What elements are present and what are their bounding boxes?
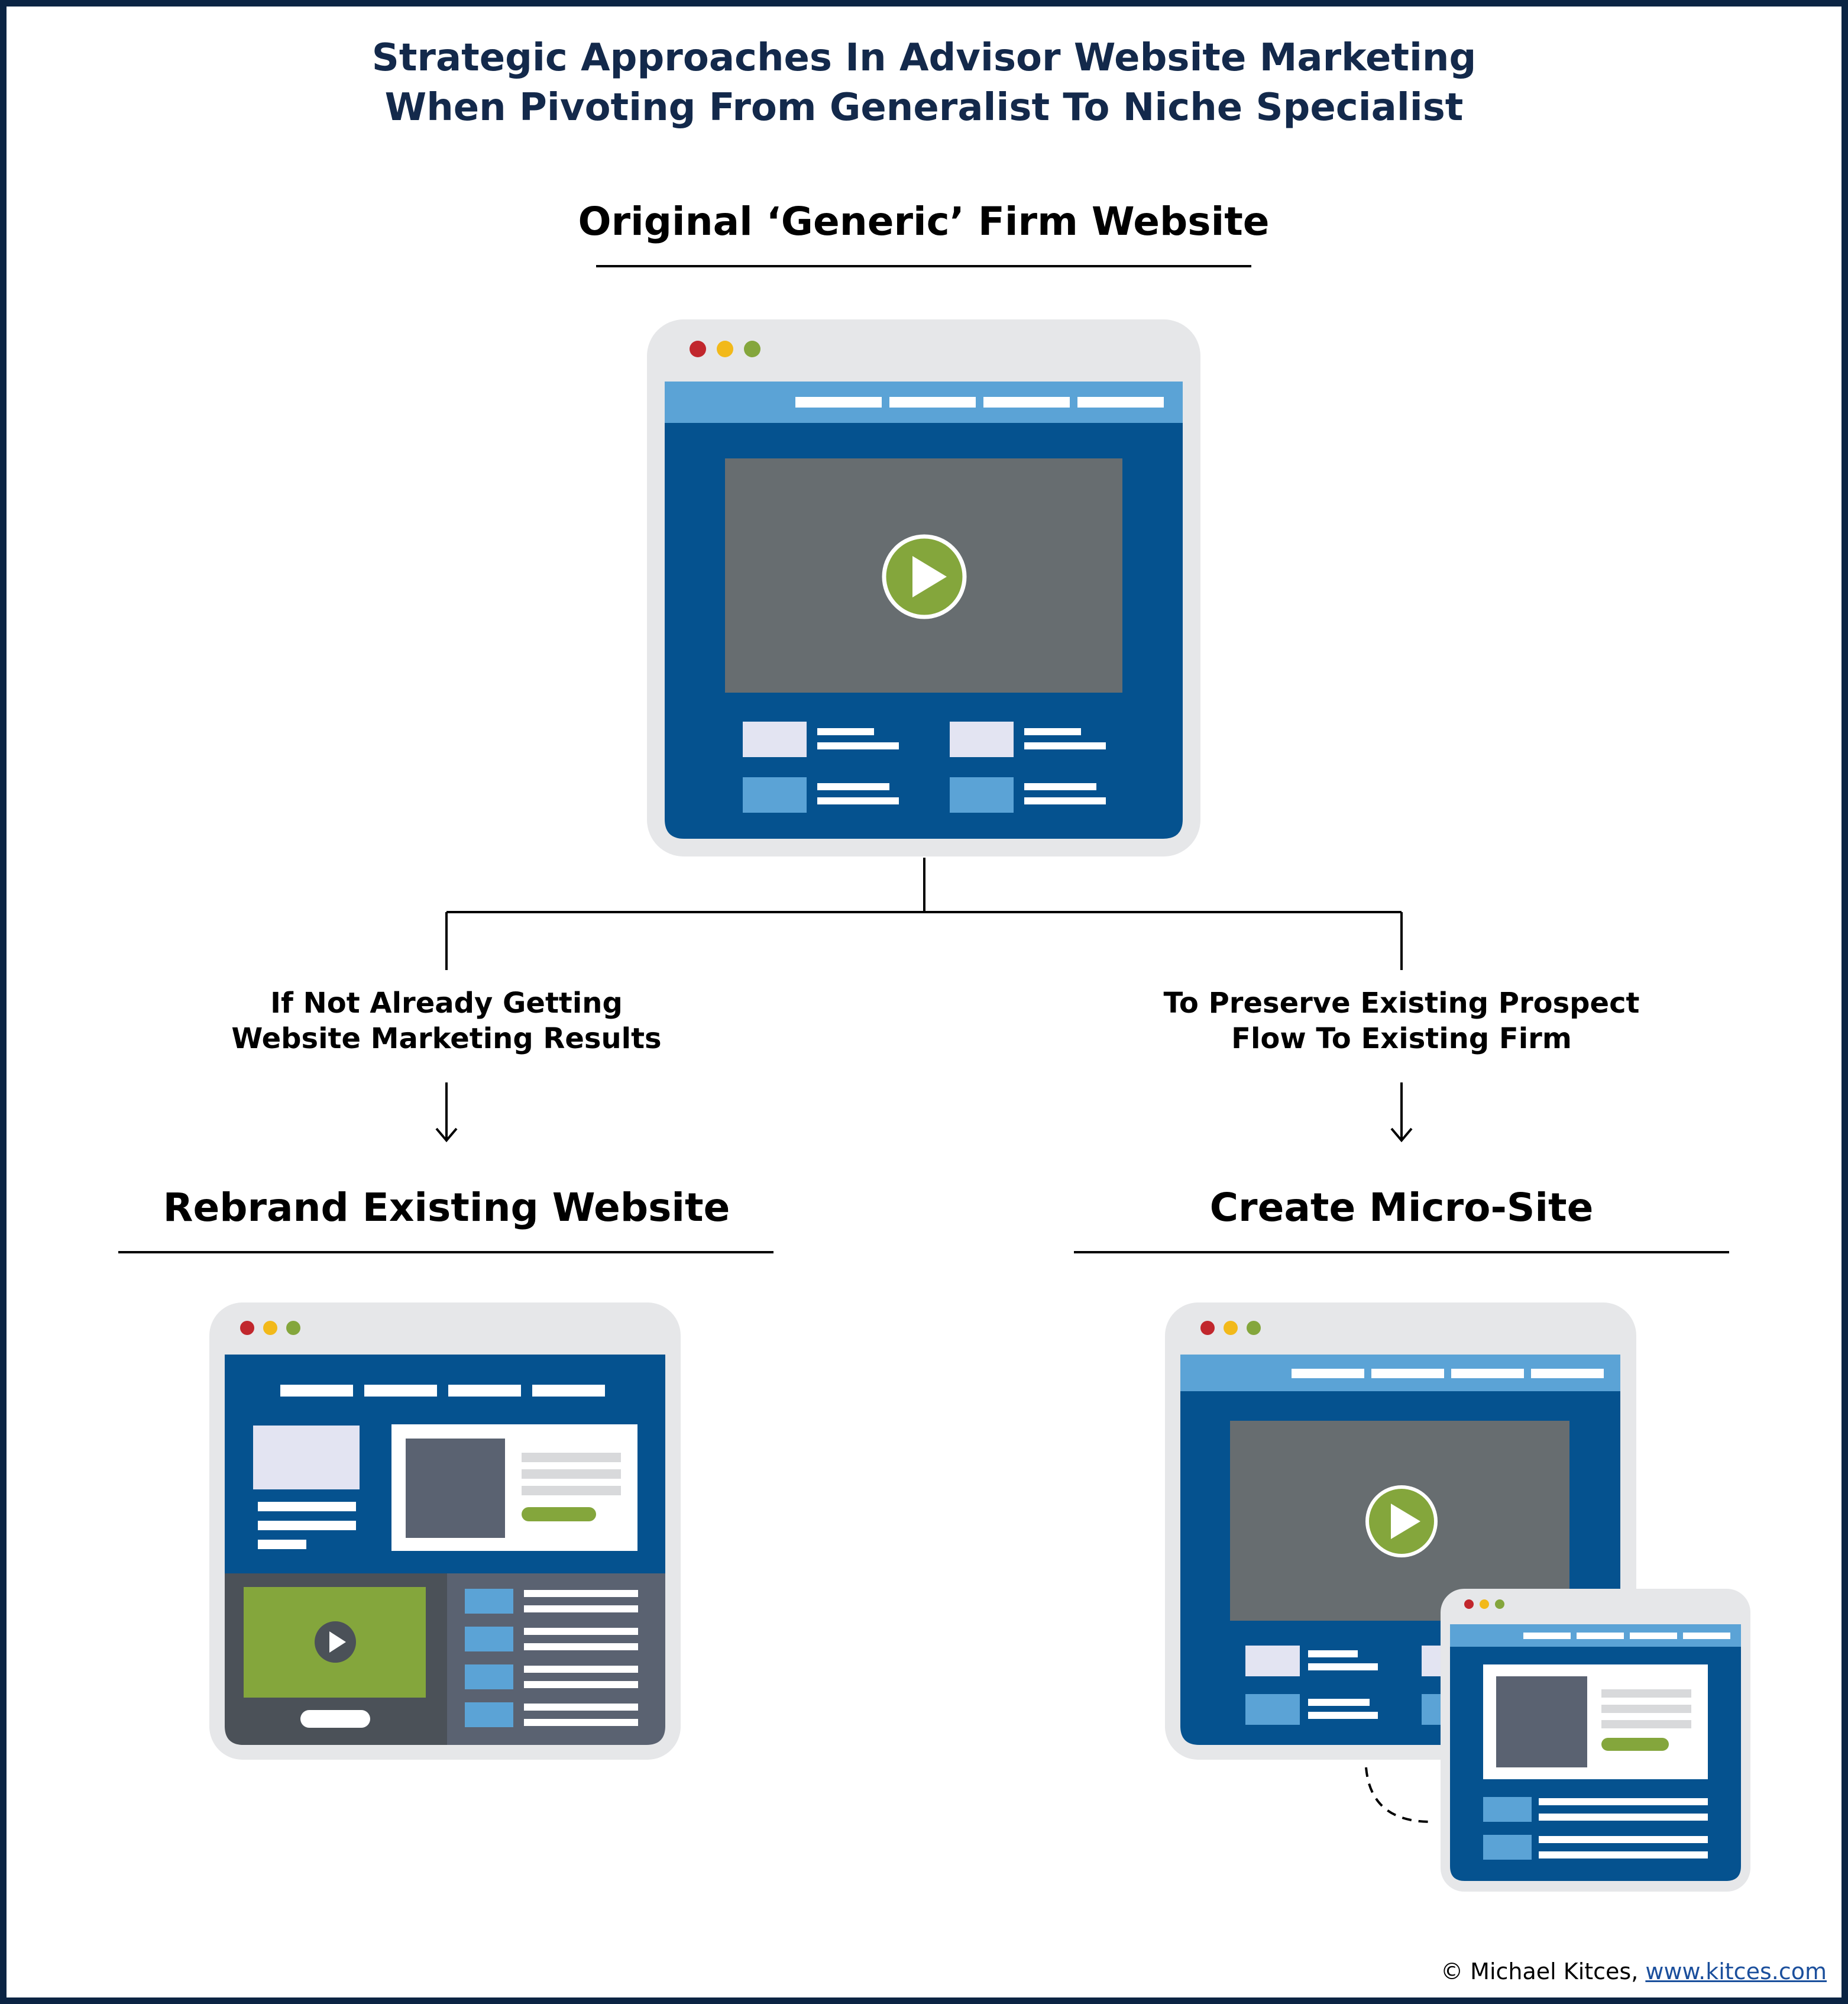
window-dot-red xyxy=(240,1321,254,1335)
window-dot-red xyxy=(690,341,706,357)
rebrand-condition-line-2: Website Marketing Results xyxy=(231,1022,662,1055)
window-dot-green xyxy=(1247,1321,1261,1335)
nav-links xyxy=(280,1385,605,1397)
branch-connector xyxy=(445,858,1403,970)
window-dot-yellow xyxy=(263,1321,277,1335)
arrow-to-microsite xyxy=(1390,1082,1413,1143)
original-site-heading: Original ‘Generic’ Firm Website xyxy=(578,199,1270,244)
arrow-to-rebrand xyxy=(435,1082,458,1143)
microsite-heading: Create Micro-Site xyxy=(1209,1185,1594,1230)
rebrand-condition-line-1: If Not Already Getting xyxy=(270,987,623,1020)
nav-links xyxy=(795,397,1164,408)
feature-blocks xyxy=(743,722,1106,813)
microsite-condition-line-1: To Preserve Existing Prospect xyxy=(1163,987,1640,1020)
cta-pill xyxy=(1601,1738,1669,1751)
rebrand-site-mockup xyxy=(209,1302,681,1760)
microsite-condition-line-2: Flow To Existing Firm xyxy=(1231,1022,1572,1055)
list-items xyxy=(465,1589,638,1727)
window-dot-yellow xyxy=(1224,1321,1238,1335)
window-dot-yellow xyxy=(1480,1599,1489,1609)
window-dot-yellow xyxy=(717,341,733,357)
kitces-link[interactable]: www.kitces.com xyxy=(1645,1958,1827,1984)
title-line-2: When Pivoting From Generalist To Niche S… xyxy=(384,86,1464,130)
main-title: Strategic Approaches In Advisor Website … xyxy=(118,33,1730,132)
dashed-link xyxy=(1365,1767,1432,1823)
window-dot-green xyxy=(286,1321,300,1335)
original-site-mockup xyxy=(647,319,1200,856)
copyright-credit: © Michael Kitces, www.kitces.com xyxy=(1441,1958,1827,1985)
rebrand-heading: Rebrand Existing Website xyxy=(163,1185,730,1230)
cta-pill xyxy=(522,1507,596,1521)
rebrand-condition: If Not Already Getting Website Marketing… xyxy=(154,985,739,1056)
window-dot-red xyxy=(1464,1599,1474,1609)
nav-links xyxy=(1523,1633,1730,1639)
window-dot-red xyxy=(1200,1321,1215,1335)
window-dot-green xyxy=(744,341,760,357)
microsite-condition: To Preserve Existing Prospect Flow To Ex… xyxy=(1100,985,1703,1056)
micro-site-mockup xyxy=(1165,1302,1750,1892)
window-dot-green xyxy=(1495,1599,1504,1609)
title-line-1: Strategic Approaches In Advisor Website … xyxy=(371,36,1477,80)
nav-links xyxy=(1292,1369,1604,1378)
credit-text: © Michael Kitces, xyxy=(1441,1958,1646,1984)
